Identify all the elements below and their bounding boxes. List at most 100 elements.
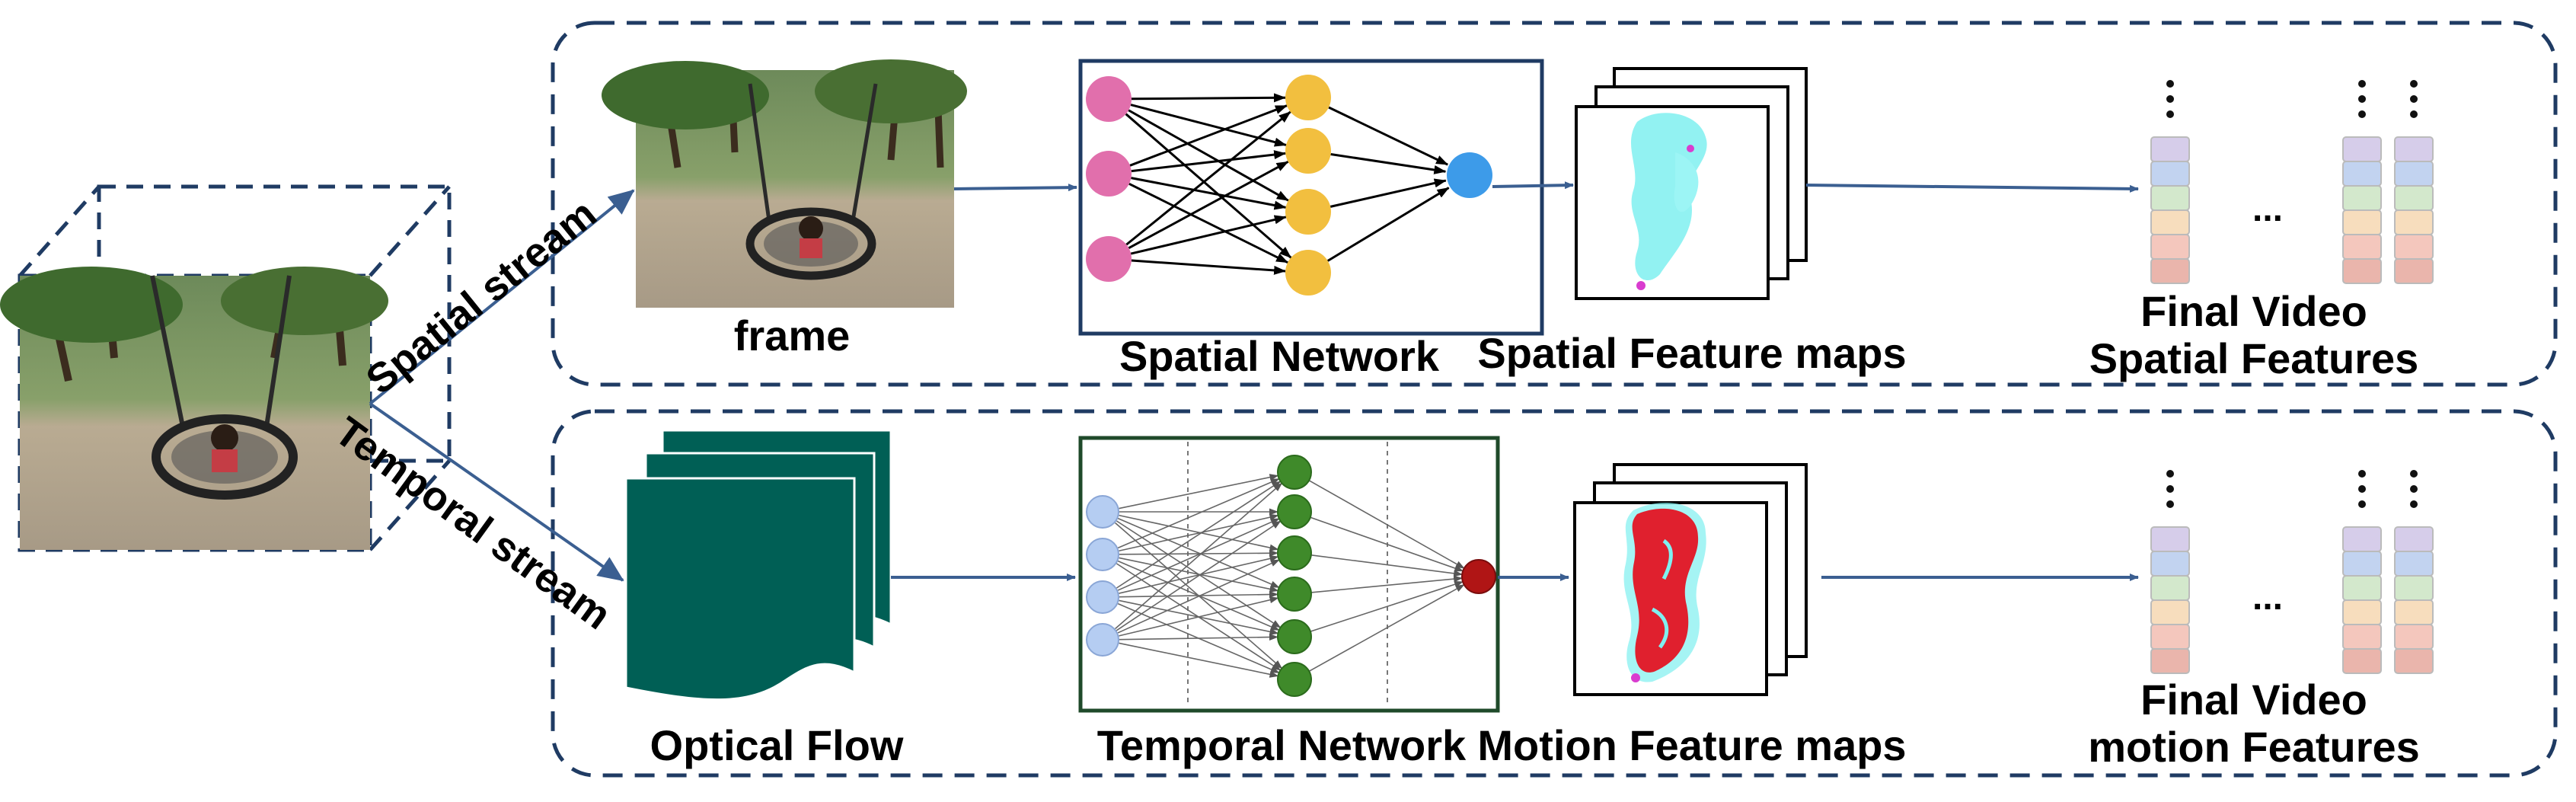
- feature-vector: [2150, 470, 2190, 674]
- network-edge: [1115, 482, 1283, 630]
- network-edge: [1116, 481, 1282, 589]
- temporal-stream-arrow: [369, 402, 624, 582]
- network-edge: [1130, 215, 1287, 255]
- network-to-spatial-maps-arrow: [1492, 181, 1574, 190]
- vector-cell: [2394, 209, 2434, 235]
- vector-cell: [2342, 258, 2382, 284]
- vector-cell: [2342, 599, 2382, 625]
- network-edge: [1329, 178, 1447, 208]
- vector-cell: [2394, 526, 2434, 552]
- network-edge: [1326, 187, 1450, 262]
- spatial-feature-vectors: [2150, 80, 2434, 284]
- network-edge: [1128, 109, 1289, 202]
- hidden-node: [1277, 619, 1312, 654]
- vector-dot: [2166, 470, 2174, 478]
- vector-cell: [2342, 234, 2382, 260]
- vector-dot: [2358, 485, 2366, 493]
- vector-cell: [2394, 551, 2434, 577]
- vector-dot: [2358, 110, 2366, 118]
- output-node: [1447, 152, 1492, 198]
- vector-cell: [2342, 624, 2382, 650]
- vector-cell: [2394, 258, 2434, 284]
- vector-dot: [2358, 470, 2366, 478]
- hidden-node: [1285, 128, 1331, 174]
- vector-dot: [2166, 95, 2174, 103]
- hidden-node: [1277, 577, 1312, 612]
- network-edge: [1119, 591, 1279, 599]
- vector-cell: [2394, 648, 2434, 674]
- network-edge: [1128, 160, 1289, 250]
- hidden-node: [1277, 535, 1312, 570]
- network-edge: [1119, 596, 1279, 637]
- network-edge: [1131, 150, 1287, 173]
- network-edge: [1125, 110, 1291, 246]
- vector-cell: [2394, 599, 2434, 625]
- network-edge: [1117, 518, 1280, 591]
- optical-flow-stack: [624, 429, 892, 701]
- spatial-feature-maps: [1575, 67, 1808, 300]
- temporal-output-label-line1: Final Video: [2140, 676, 2367, 724]
- network-edge: [1310, 575, 1464, 593]
- input-node: [1086, 580, 1119, 614]
- input-frame-photo: [0, 267, 388, 550]
- vector-dot: [2166, 80, 2174, 88]
- vector-cell: [2342, 648, 2382, 674]
- spatial-stream-arrow: [369, 189, 635, 405]
- vector-cell: [2342, 161, 2382, 187]
- temporal-stream-label: Temporal stream: [327, 408, 619, 638]
- motion-feature-maps: [1573, 463, 1808, 696]
- spatial-stream-label: Spatial stream: [358, 190, 605, 403]
- network-edge: [1129, 104, 1288, 167]
- network-edge: [1131, 177, 1287, 210]
- feature-vector: [2150, 80, 2190, 284]
- vector-cell: [2150, 136, 2190, 162]
- network-edge: [1310, 516, 1464, 572]
- spatial-feature-maps-label: Spatial Feature maps: [1477, 329, 1906, 377]
- vector-cell: [2150, 551, 2190, 577]
- vector-cell: [2394, 136, 2434, 162]
- spatial-network: [1078, 59, 1544, 336]
- network-edge: [1119, 557, 1279, 593]
- vector-cell: [2150, 648, 2190, 674]
- input-node: [1086, 236, 1132, 282]
- frame-label: frame: [734, 312, 851, 359]
- network-edge: [1308, 584, 1465, 672]
- spatial-output-label-line1: Final Video: [2140, 287, 2367, 335]
- vector-cell: [2150, 209, 2190, 235]
- hidden-node: [1285, 75, 1331, 120]
- temporal-output-label-line2: motion Features: [2088, 723, 2420, 771]
- vector-cell: [2342, 575, 2382, 601]
- input-node: [1086, 538, 1119, 571]
- input-video-cube: [0, 184, 452, 552]
- vector-cell: [2394, 624, 2434, 650]
- network-edge: [1119, 474, 1279, 510]
- vector-dot: [2166, 485, 2174, 493]
- vector-dot: [2410, 500, 2418, 508]
- input-node: [1086, 151, 1132, 197]
- vector-cell: [2150, 234, 2190, 260]
- vector-dot: [2166, 500, 2174, 508]
- vector-dot: [2410, 80, 2418, 88]
- feature-vector: [2394, 80, 2434, 284]
- vector-dot: [2358, 80, 2366, 88]
- vector-dot: [2410, 470, 2418, 478]
- vector-cell: [2394, 575, 2434, 601]
- hidden-node: [1277, 662, 1312, 697]
- vector-cell: [2150, 575, 2190, 601]
- input-node: [1086, 495, 1119, 529]
- network-edge: [1119, 555, 1279, 594]
- spatial-ellipsis: ...: [2252, 189, 2283, 229]
- vector-cell: [2150, 526, 2190, 552]
- temporal-network-label: Temporal Network: [1097, 721, 1467, 769]
- temporal-ellipsis: ...: [2252, 577, 2283, 618]
- vector-cell: [2150, 258, 2190, 284]
- network-edge: [1130, 104, 1287, 147]
- temporal-network: [1078, 436, 1500, 713]
- vector-dot: [2358, 500, 2366, 508]
- network-edge: [1125, 113, 1292, 259]
- optical-flow-label: Optical Flow: [650, 721, 904, 769]
- spatial-output-label-line2: Spatial Features: [2089, 334, 2419, 382]
- network-edge: [1117, 517, 1280, 589]
- input-node: [1086, 76, 1132, 122]
